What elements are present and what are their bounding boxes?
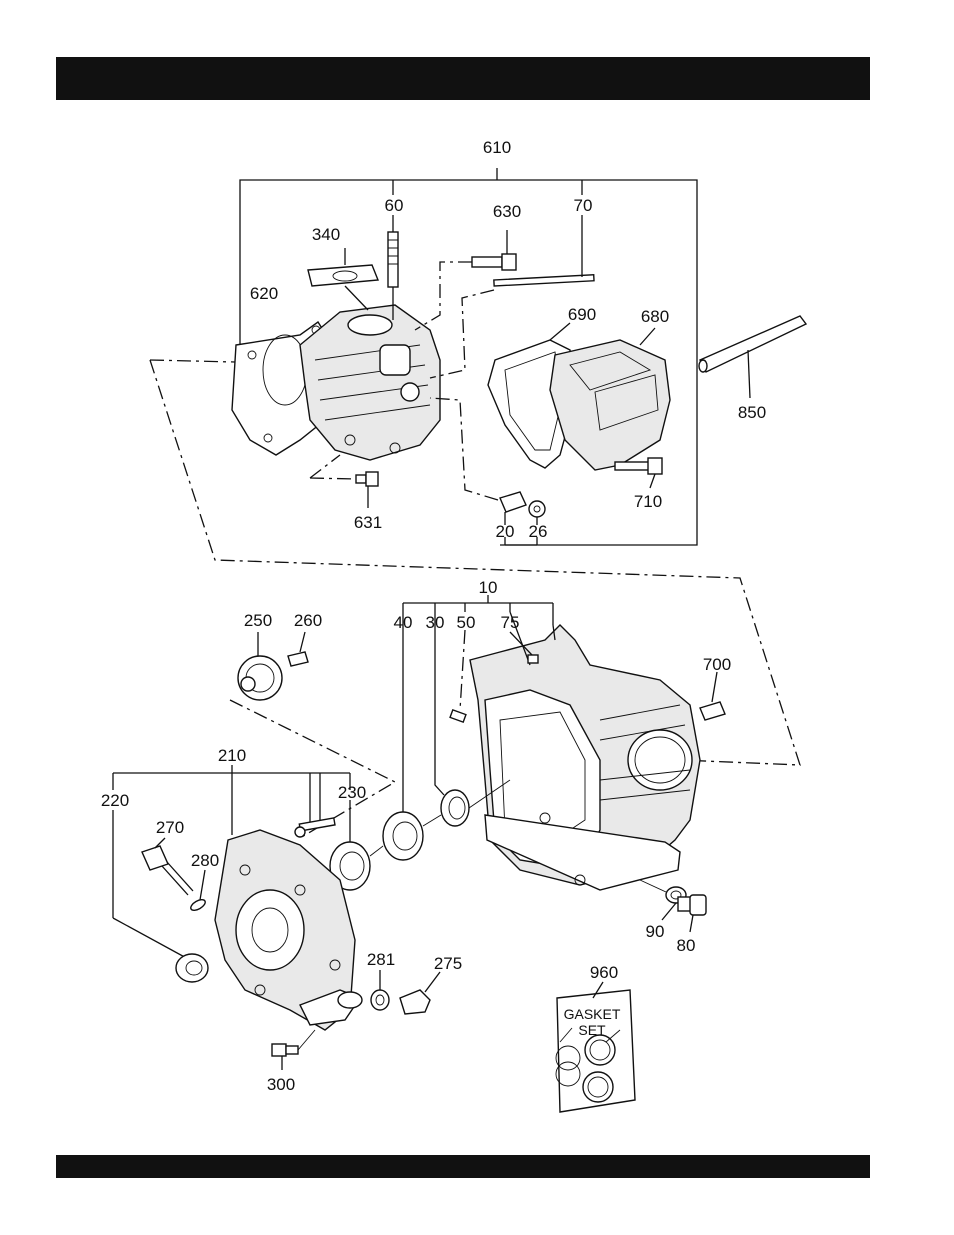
callout-690: 690 bbox=[568, 305, 596, 324]
plug-275 bbox=[400, 972, 440, 1014]
gasket-340 bbox=[308, 248, 378, 310]
callout-281: 281 bbox=[367, 950, 395, 969]
callout-10: 10 bbox=[479, 578, 498, 597]
callout-850: 850 bbox=[738, 403, 766, 422]
pin-50 bbox=[450, 630, 466, 722]
stud-60 bbox=[388, 215, 398, 320]
callout-270: 270 bbox=[156, 818, 184, 837]
gasket-set-label-line1: GASKET bbox=[564, 1006, 621, 1022]
callout-250: 250 bbox=[244, 611, 272, 630]
callout-30: 30 bbox=[426, 613, 445, 632]
gasket-set-960 bbox=[556, 982, 635, 1112]
callout-610: 610 bbox=[483, 138, 511, 157]
callout-340: 340 bbox=[312, 225, 340, 244]
callout-labels: 610 60 630 70 340 620 690 680 850 710 63… bbox=[101, 138, 766, 1094]
callout-710: 710 bbox=[634, 492, 662, 511]
pipe-850 bbox=[699, 316, 806, 398]
callout-631: 631 bbox=[354, 513, 382, 532]
bolt-300 bbox=[272, 1030, 315, 1070]
callout-275: 275 bbox=[434, 954, 462, 973]
callout-80: 80 bbox=[677, 936, 696, 955]
bearing-40 bbox=[383, 612, 441, 860]
callout-280: 280 bbox=[191, 851, 219, 870]
callout-50: 50 bbox=[457, 613, 476, 632]
bolt-710 bbox=[615, 458, 662, 488]
callout-220: 220 bbox=[101, 791, 129, 810]
callout-26: 26 bbox=[529, 522, 548, 541]
callout-260: 260 bbox=[294, 611, 322, 630]
callout-210: 210 bbox=[218, 746, 246, 765]
callout-700: 700 bbox=[703, 655, 731, 674]
washer-281 bbox=[371, 970, 389, 1010]
callout-300: 300 bbox=[267, 1075, 295, 1094]
callout-60: 60 bbox=[385, 196, 404, 215]
callout-630: 630 bbox=[493, 202, 521, 221]
dipstick-270 bbox=[142, 838, 193, 895]
footer-bar bbox=[56, 1155, 870, 1178]
callout-620: 620 bbox=[250, 284, 278, 303]
drain-plug-80 bbox=[678, 895, 706, 932]
callout-70: 70 bbox=[574, 196, 593, 215]
bearing-230 bbox=[330, 800, 383, 890]
callout-75: 75 bbox=[501, 613, 520, 632]
o-ring-280 bbox=[189, 870, 207, 912]
governor-gear-250 bbox=[230, 632, 395, 838]
bolt-631 bbox=[310, 455, 378, 508]
cover-bolt bbox=[295, 818, 335, 837]
dowel-700 bbox=[700, 672, 725, 720]
gasket-set-label-line2: SET bbox=[578, 1022, 606, 1038]
crankcase-10 bbox=[470, 612, 700, 890]
oil-seal-220 bbox=[176, 954, 208, 982]
callout-960: 960 bbox=[590, 963, 618, 982]
callout-40: 40 bbox=[394, 613, 413, 632]
callout-680: 680 bbox=[641, 307, 669, 326]
callout-230: 230 bbox=[338, 783, 366, 802]
callout-90: 90 bbox=[646, 922, 665, 941]
callout-20: 20 bbox=[496, 522, 515, 541]
